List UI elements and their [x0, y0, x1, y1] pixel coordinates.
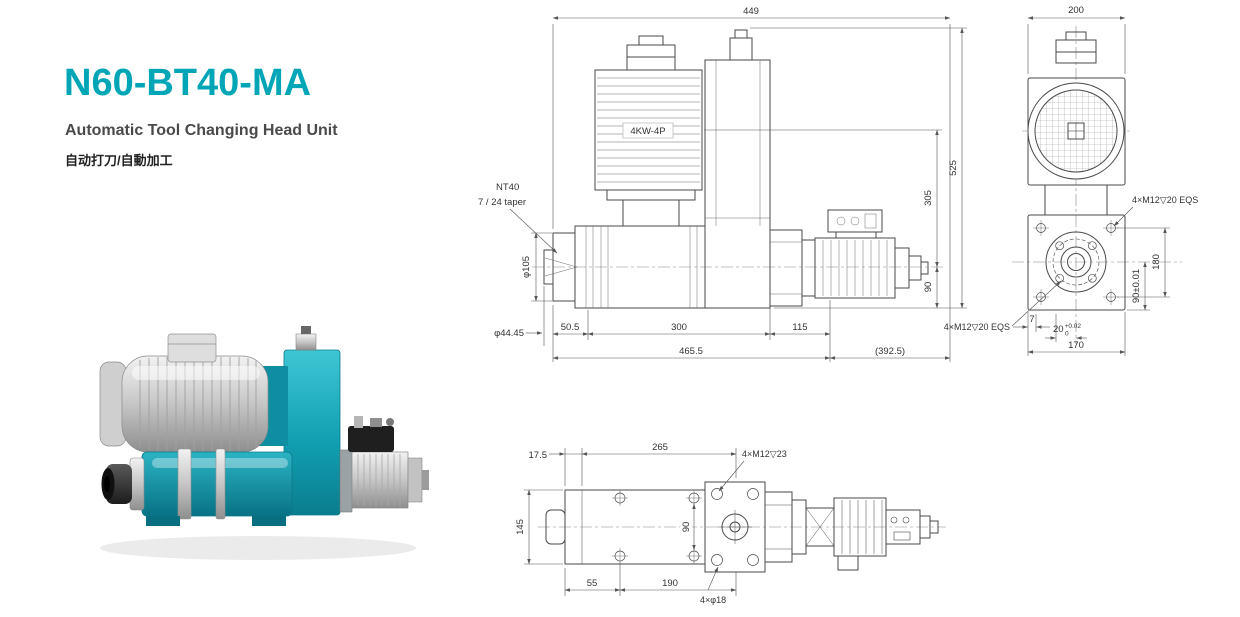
side-view-dim-lines — [509, 16, 967, 362]
dim-dia44-45: φ44.45 — [494, 328, 524, 339]
dim-265: 265 — [652, 442, 668, 453]
dim-dia105: φ105 — [521, 256, 532, 278]
dim-17-5: 17.5 — [529, 450, 548, 461]
front-view-dim-lines — [1011, 16, 1170, 356]
label-taper: 7 / 24 taper — [478, 197, 526, 208]
front-view-outlines — [1027, 31, 1126, 311]
dim-50-5: 50.5 — [561, 322, 580, 333]
front-view-corner-holes — [1033, 220, 1119, 305]
label-m12-eqs-top: 4×M12▽20 EQS — [1132, 195, 1198, 205]
dim-145: 145 — [515, 519, 526, 535]
dim-90-bg — [680, 514, 692, 540]
label-nt40: NT40 — [496, 182, 519, 193]
dim-525: 525 — [948, 160, 959, 176]
dim-300: 300 — [671, 322, 687, 333]
photo-rear-assembly — [339, 416, 429, 513]
dim-190: 190 — [662, 578, 678, 589]
dim-7: 7 — [1029, 314, 1034, 325]
product-photo — [99, 326, 429, 560]
product-subtitle-chinese: 自动打刀/自動加工 — [65, 153, 173, 168]
bottom-view-holes — [612, 488, 759, 566]
dim-170: 170 — [1068, 340, 1084, 351]
photo-spindle-housing — [101, 448, 293, 526]
dim-449: 449 — [743, 6, 759, 17]
dim-90-side: 90 — [923, 282, 934, 293]
label-dia18: 4×φ18 — [700, 595, 726, 605]
label-m12-23: 4×M12▽23 — [742, 449, 787, 459]
product-subtitle: Automatic Tool Changing Head Unit — [65, 122, 338, 139]
side-view-outlines — [543, 29, 929, 309]
dim-305: 305 — [923, 190, 934, 206]
dim-115: 115 — [792, 322, 807, 333]
dim-55: 55 — [587, 578, 598, 589]
label-m12-eqs-bottom: 4×M12▽20 EQS — [944, 322, 1010, 332]
motor-rating-label: 4KW-4P — [630, 126, 665, 137]
dim-392-5: (392.5) — [875, 346, 905, 357]
side-view-details — [544, 60, 888, 308]
photo-motor — [99, 333, 269, 453]
side-view-drawing: 4KW-4P 449 — [478, 6, 967, 362]
dim-180: 180 — [1151, 254, 1162, 270]
product-title: N60-BT40-MA — [64, 62, 312, 104]
bottom-view-outlines — [545, 481, 939, 573]
bottom-view-drawing: 17.5 265 4×M12▽23 145 90 55 190 4×φ18 — [515, 442, 946, 605]
dim-90-bottom: 90 — [681, 522, 692, 533]
motor-label-plate — [622, 122, 674, 139]
dim-465-5: 465.5 — [679, 346, 703, 357]
dim-90-tol: 90±0.01 — [1131, 269, 1142, 303]
dim-200: 200 — [1068, 5, 1084, 16]
photo-shadow — [100, 536, 416, 560]
bottom-view-dim-lines — [524, 448, 745, 596]
